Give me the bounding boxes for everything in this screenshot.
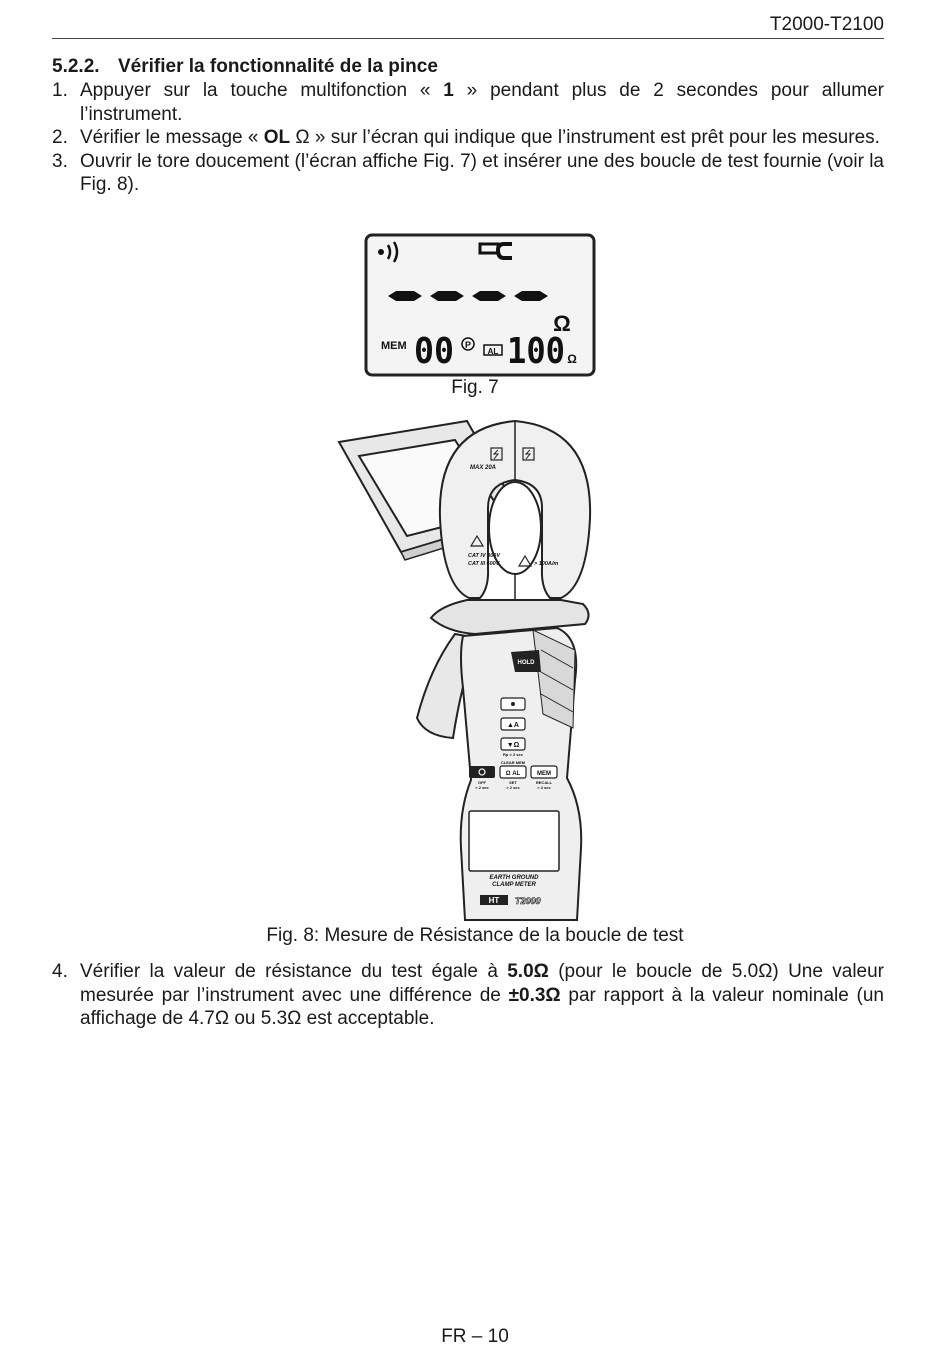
svg-text:> 2 sec: > 2 sec <box>537 785 551 790</box>
section-title: Vérifier la fonctionnalité de la pince <box>118 56 438 77</box>
svg-text:P: P <box>465 340 471 350</box>
clamp-neck <box>429 599 590 636</box>
page-number: FR – 10 <box>441 1326 509 1347</box>
power-button[interactable] <box>469 766 495 778</box>
svg-text:RECALL: RECALL <box>536 780 553 785</box>
hold-button[interactable] <box>511 650 541 672</box>
page-header: T2000-T2100 <box>52 14 884 39</box>
step-4: 4. Vérifier la valeur de résistance du t… <box>52 961 885 1029</box>
p-symbol-icon: P <box>461 337 475 351</box>
max-current-label: MAX 20A <box>470 465 496 471</box>
svg-text:Ω AL: Ω AL <box>506 771 521 777</box>
mem-value: 00 <box>414 331 454 372</box>
field-limit-label: > 100A/m <box>534 561 558 567</box>
steps-list: 1. Appuyer sur la touche multifonction «… <box>52 79 884 197</box>
display-dashes <box>388 291 548 301</box>
section-heading: 5.2.2. Vérifier la fonctionnalité de la p… <box>52 56 438 78</box>
svg-text:▲A: ▲A <box>507 722 519 729</box>
svg-text:> 2 sec: > 2 sec <box>475 785 489 790</box>
svg-text:MEM: MEM <box>537 771 551 777</box>
svg-text:> 2 sec: > 2 sec <box>506 785 520 790</box>
svg-text:HT: HT <box>489 896 500 905</box>
cat-rating-1: CAT IV 300V <box>468 553 501 559</box>
mem-label: MEM <box>381 340 407 352</box>
step-2: 2. Vérifier le message « OL Ω » sur l’éc… <box>52 127 880 148</box>
section-number: 5.2.2. <box>52 56 100 77</box>
down-button[interactable] <box>500 737 526 751</box>
step-3: 3. Ouvrir le tore doucement (l’écran aff… <box>52 150 884 196</box>
cat-rating-2: CAT III 600V <box>468 561 501 567</box>
step-1: 1. Appuyer sur la touche multifonction «… <box>52 80 884 125</box>
light-icon <box>511 702 515 706</box>
caution-icon <box>517 554 533 567</box>
power-icon <box>478 768 486 776</box>
al-unit: Ω <box>567 352 577 366</box>
up-button[interactable] <box>500 717 526 731</box>
warning-bolt-icon <box>490 447 503 461</box>
steps-list-continued: 4. Vérifier la valeur de résistance du t… <box>52 960 884 1031</box>
body-text-line2: CLAMP METER <box>492 882 536 888</box>
svg-text:▼Ω: ▼Ω <box>507 742 520 749</box>
ohm-unit: Ω <box>553 311 571 336</box>
svg-text:OFF: OFF <box>478 780 487 785</box>
fig7-caption: Fig. 7 <box>451 377 499 398</box>
al-label: AL <box>488 347 499 356</box>
fig8-clamp-meter: MAX 20A CAT IV 300V CAT III 600V > 100A/… <box>337 419 592 921</box>
doc-code: T2000-T2100 <box>769 14 884 35</box>
rp-label: Rp > 2 sec <box>503 752 524 757</box>
fig8-caption: Fig. 8: Mesure de Résistance de la boucl… <box>266 925 684 946</box>
svg-text:SET: SET <box>509 780 517 785</box>
body-text-line1: EARTH GROUND <box>490 875 540 881</box>
hold-label: HOLD <box>518 660 536 666</box>
model-label: T2000 <box>515 896 541 906</box>
clear-mem-label: CLEAR MEM <box>501 760 526 765</box>
al-button[interactable] <box>499 765 527 779</box>
caution-icon <box>469 534 485 547</box>
clamp-icon <box>478 242 512 260</box>
meter-screen <box>468 810 560 872</box>
brand-logo <box>480 895 508 905</box>
al-value: 100 <box>507 331 565 372</box>
warning-bolt-icon <box>522 447 535 461</box>
fig7-lcd-display: Ω MEM 00 P AL 100 Ω <box>364 233 596 377</box>
beep-icon <box>378 241 399 263</box>
mem-button[interactable] <box>530 765 558 779</box>
